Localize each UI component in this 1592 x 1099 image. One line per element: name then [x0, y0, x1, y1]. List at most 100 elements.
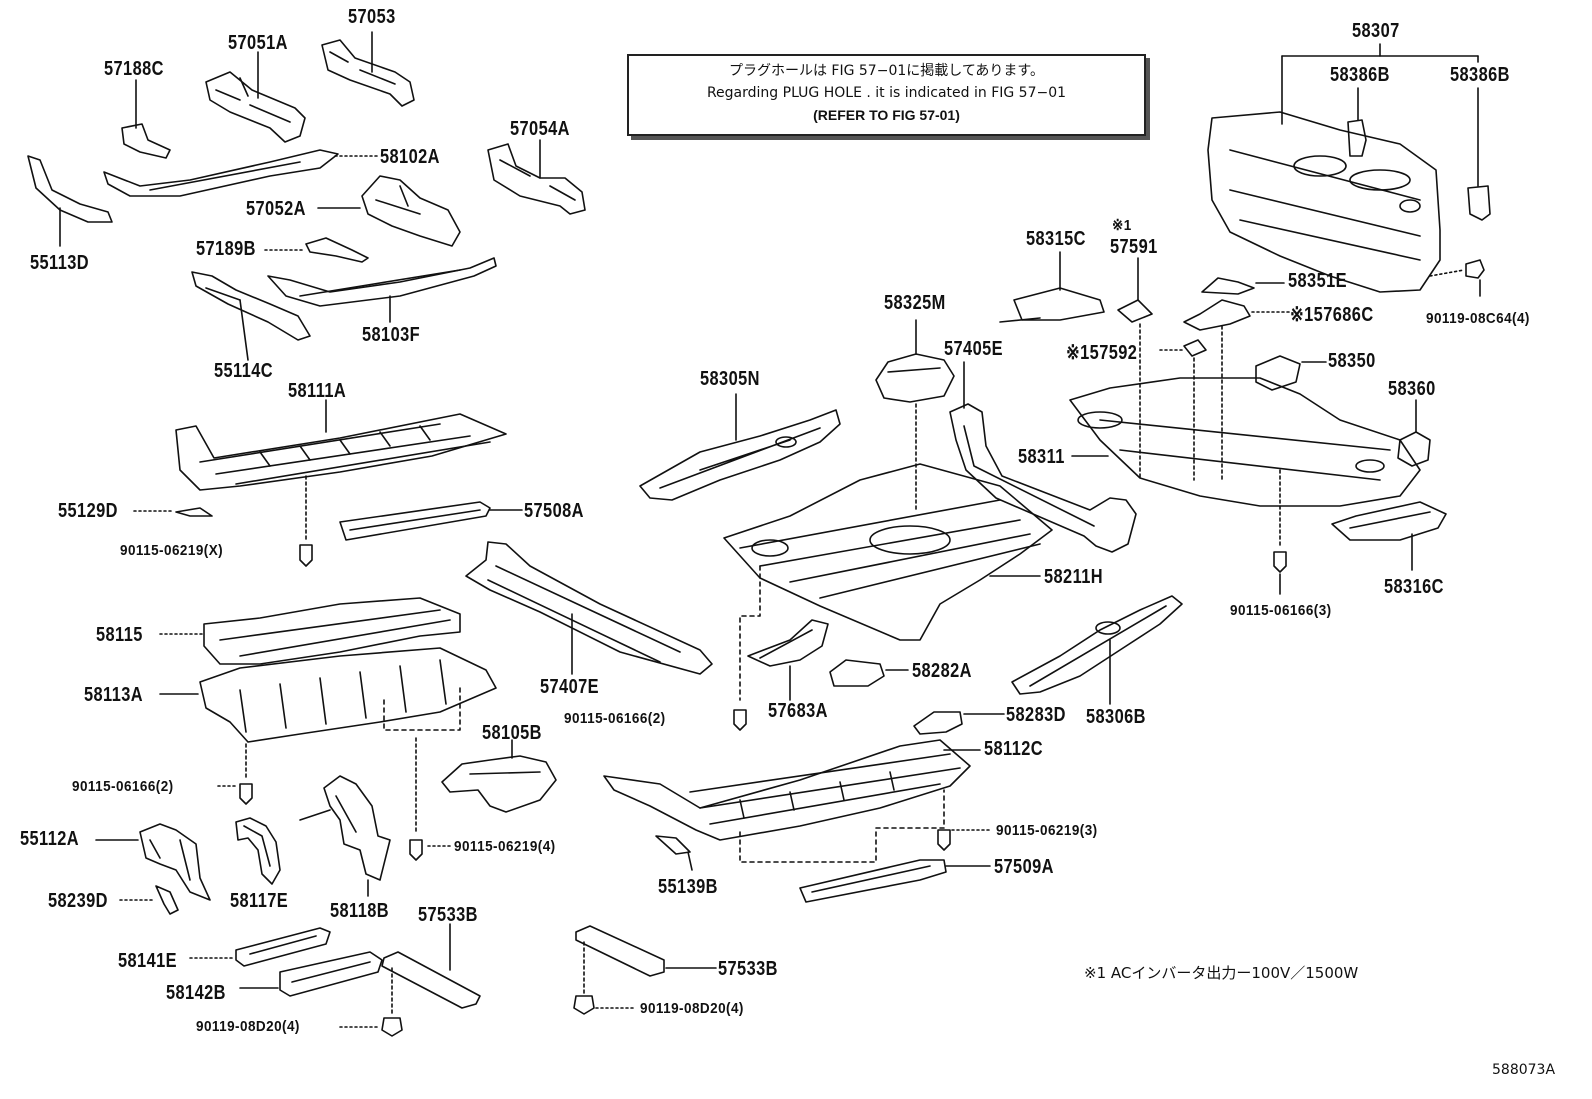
label-57054A[interactable]: 57054A [510, 118, 570, 140]
label-90119-08D20-a[interactable]: 90119-08D20(4) [196, 1018, 300, 1035]
label-58117E[interactable]: 58117E [230, 890, 289, 912]
label-58103F[interactable]: 58103F [362, 324, 421, 346]
label-57508A[interactable]: 57508A [524, 500, 584, 522]
part-58351E-shape [1201, 277, 1285, 295]
label-57592[interactable]: ※157592 [1066, 342, 1138, 364]
part-58102A-shape [103, 149, 379, 197]
part-57052A-shape [317, 175, 461, 247]
label-58118B[interactable]: 58118B [330, 900, 390, 922]
bolt-90119-08C64-shape [1429, 259, 1485, 297]
part-58282A-shape [829, 659, 909, 687]
label-58141E[interactable]: 58141E [118, 950, 178, 972]
part-58115-shape [159, 597, 461, 665]
label-57189B[interactable]: 57189B [196, 238, 256, 260]
label-58315C[interactable]: 58315C [1026, 228, 1086, 250]
label-57188C[interactable]: 57188C [104, 58, 164, 80]
part-58117E-shape [235, 817, 281, 885]
label-58386B-a[interactable]: 58386B [1330, 64, 1390, 86]
part-57054A-shape [487, 139, 586, 215]
part-58306B-shape [1011, 595, 1183, 705]
label-58307[interactable]: 58307 [1352, 20, 1400, 42]
part-58307-shape [1207, 43, 1479, 293]
label-58115[interactable]: 58115 [96, 624, 143, 646]
label-55139B[interactable]: 55139B [658, 876, 718, 898]
label-58111A[interactable]: 58111A [288, 380, 347, 402]
label-55114C[interactable]: 55114C [214, 360, 274, 382]
label-57405E[interactable]: 57405E [944, 338, 1004, 360]
label-57509A[interactable]: 57509A [994, 856, 1054, 878]
part-58386B-a-shape [1347, 87, 1367, 157]
part-58316C-shape [1331, 501, 1447, 571]
label-55112A[interactable]: 55112A [20, 828, 80, 850]
label-58102A[interactable]: 58102A [380, 146, 440, 168]
label-90115-06219-4[interactable]: 90115-06219(4) [454, 838, 556, 855]
label-58112C[interactable]: 58112C [984, 738, 1044, 760]
note-reference: (REFER TO FIG 57-01) [813, 107, 960, 123]
label-90119-08D20-b[interactable]: 90119-08D20(4) [640, 1000, 744, 1017]
reference-note-box: プラグホールは FIG 57−01に掲載してあります。 Regarding PL… [627, 54, 1146, 136]
label-58306B[interactable]: 58306B [1086, 706, 1146, 728]
part-55139B-shape [655, 835, 693, 871]
label-58360[interactable]: 58360 [1388, 378, 1436, 400]
label-58351E[interactable]: 58351E [1288, 270, 1348, 292]
label-90115-06219-3[interactable]: 90115-06219(3) [996, 822, 1098, 839]
bolt-90115-06219-4-shape [409, 737, 451, 861]
label-57053[interactable]: 57053 [348, 6, 396, 28]
label-58282A[interactable]: 58282A [912, 660, 972, 682]
label-90115-06219-x[interactable]: 90115-06219(X) [120, 542, 224, 559]
label-55129D[interactable]: 55129D [58, 500, 118, 522]
label-58239D[interactable]: 58239D [48, 890, 108, 912]
part-57051A-shape [205, 51, 306, 143]
part-57508A-shape [339, 501, 523, 541]
label-90115-06166-2a[interactable]: 90115-06166(2) [72, 778, 174, 795]
figure-code: 588073A [1492, 1062, 1556, 1078]
label-58316C[interactable]: 58316C [1384, 576, 1444, 598]
label-57407E[interactable]: 57407E [540, 676, 600, 698]
label-57686C[interactable]: ※157686C [1290, 304, 1374, 326]
label-57533B-a[interactable]: 57533B [418, 904, 478, 926]
label-58305N[interactable]: 58305N [700, 368, 760, 390]
label-58105B[interactable]: 58105B [482, 722, 542, 744]
part-58350-shape [1255, 355, 1327, 391]
part-57405E-shape [949, 361, 1137, 553]
part-57533B-b-shape [573, 925, 717, 1015]
part-57509A-shape [799, 859, 991, 903]
label-90115-06166-2b[interactable]: 90115-06166(2) [564, 710, 666, 727]
part-58112C-shape [603, 739, 993, 863]
label-58211H[interactable]: 58211H [1044, 566, 1104, 588]
part-58118B-shape [299, 775, 391, 897]
label-90115-06166-3[interactable]: 90115-06166(3) [1230, 602, 1332, 619]
part-55113D-shape [27, 155, 113, 247]
label-55113D[interactable]: 55113D [30, 252, 90, 274]
label-90119-08C64[interactable]: 90119-08C64(4) [1426, 310, 1530, 327]
part-57683A-shape [733, 565, 829, 731]
label-58113A[interactable]: 58113A [84, 684, 144, 706]
label-57683A[interactable]: 57683A [768, 700, 828, 722]
note-english: Regarding PLUG HOLE . it is indicated in… [706, 85, 1067, 101]
part-58386B-b-shape [1467, 87, 1491, 221]
part-58111A-shape [175, 399, 507, 567]
label-58311[interactable]: 58311 [1018, 446, 1065, 468]
part-58211H-shape [723, 463, 1053, 641]
note-japanese: プラグホールは FIG 57−01に掲載してあります。 [728, 63, 1045, 79]
part-58305N-shape [639, 393, 841, 501]
part-57533B-a-shape [339, 923, 481, 1037]
part-58142B-shape [239, 951, 383, 997]
label-57591-mark: ※1 [1112, 217, 1132, 234]
label-58142B[interactable]: 58142B [166, 982, 226, 1004]
part-57407E-shape [465, 541, 713, 675]
label-57052A[interactable]: 57052A [246, 198, 306, 220]
label-58325M[interactable]: 58325M [884, 292, 946, 314]
part-57053-shape [321, 31, 415, 107]
label-57051A[interactable]: 57051A [228, 32, 288, 54]
label-57533B-b[interactable]: 57533B [718, 958, 778, 980]
label-58283D[interactable]: 58283D [1006, 704, 1066, 726]
label-57591[interactable]: 57591 [1110, 236, 1158, 258]
label-58386B-b[interactable]: 58386B [1450, 64, 1510, 86]
part-57591-shape [1117, 257, 1153, 481]
label-58350[interactable]: 58350 [1328, 350, 1376, 372]
part-58283D-shape [913, 711, 1005, 735]
part-58113A-shape [159, 647, 497, 805]
part-58105B-shape [441, 739, 557, 813]
